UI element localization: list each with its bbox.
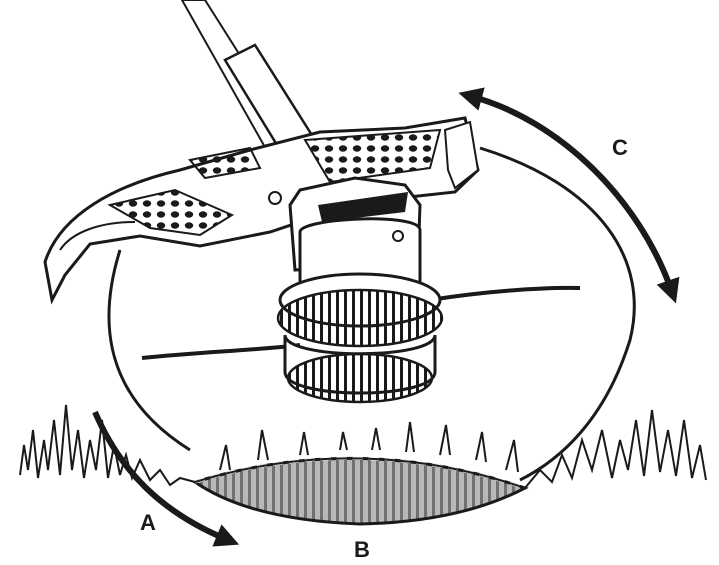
cutting-zone <box>191 456 529 526</box>
trimmer-guard <box>43 116 480 305</box>
grass-right-icon <box>524 409 707 489</box>
trimmer-head-icon <box>268 176 444 404</box>
callout-b: B <box>354 537 370 562</box>
callout-c: C <box>612 135 628 160</box>
cut-grass-tips <box>219 421 519 473</box>
rotation-arrow-c <box>458 87 680 304</box>
rotation-arrow-a <box>92 410 240 547</box>
callout-a: A <box>140 510 156 535</box>
grass-left-icon <box>19 404 196 487</box>
